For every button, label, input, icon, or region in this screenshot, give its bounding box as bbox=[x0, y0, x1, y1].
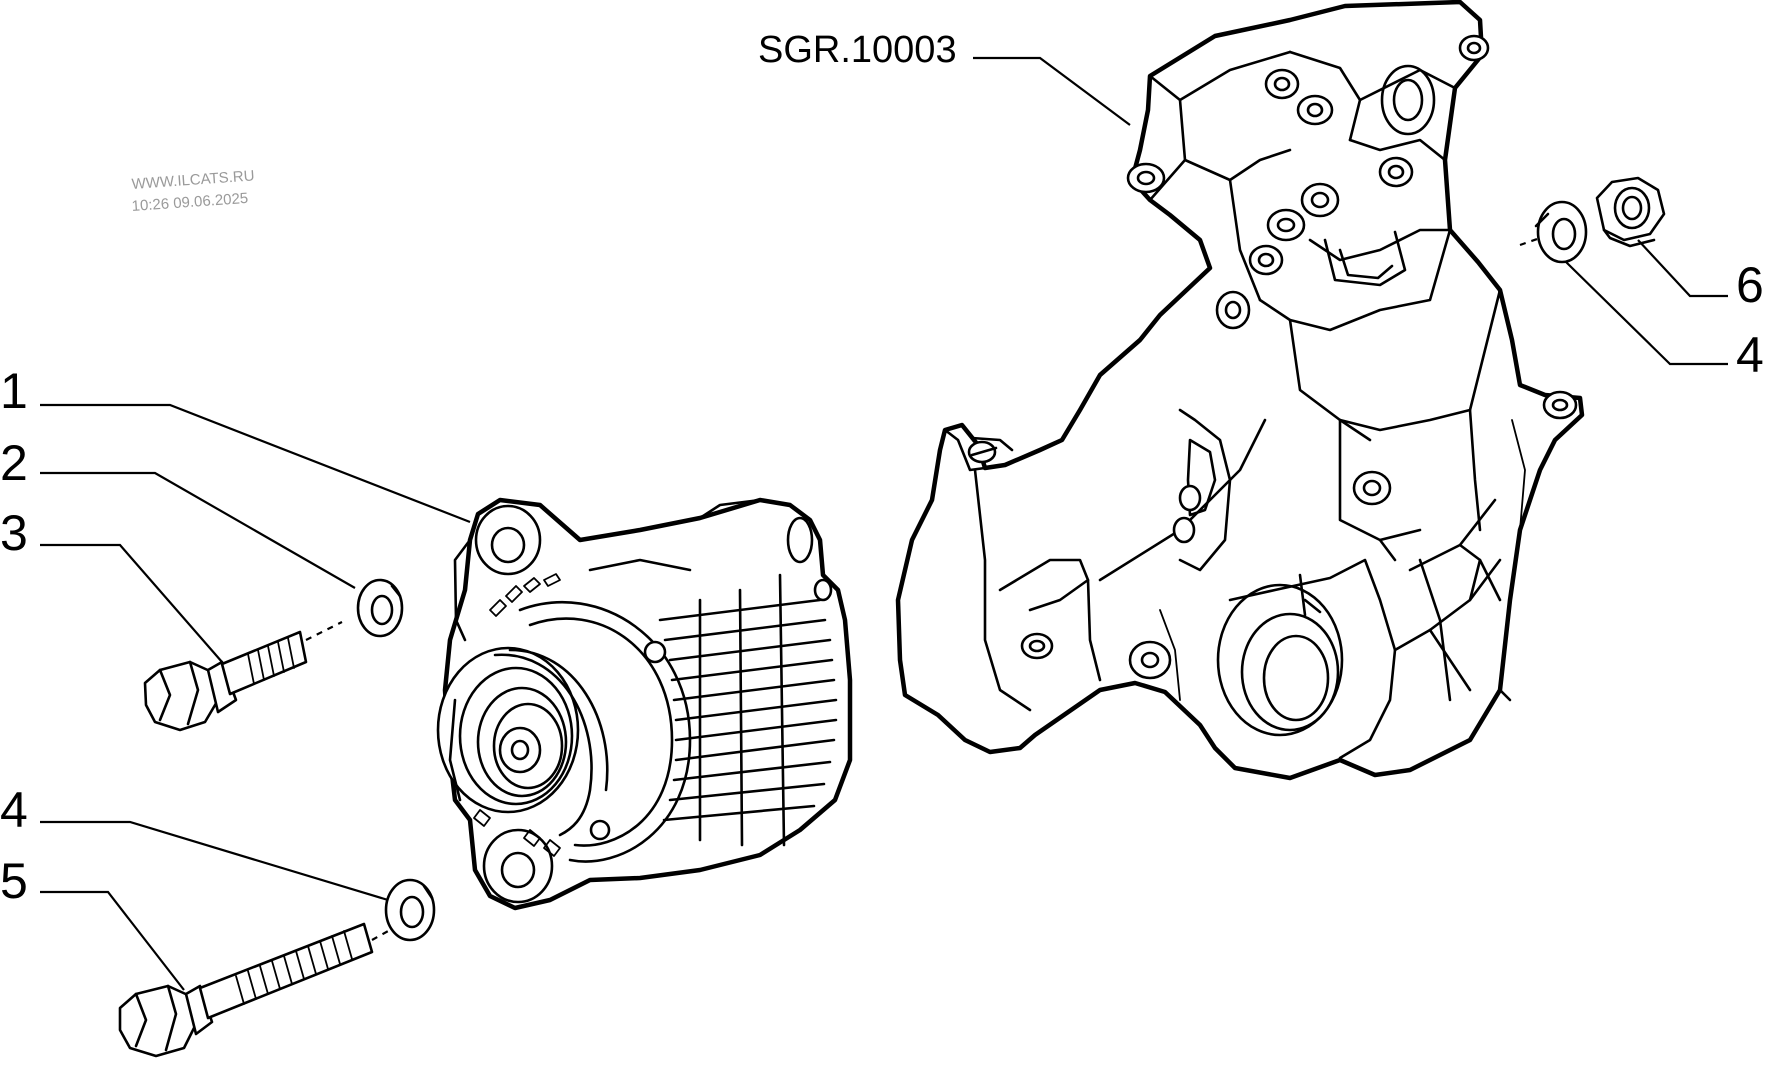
leader-4a bbox=[40, 820, 389, 902]
callout-6: 6 bbox=[1736, 257, 1764, 313]
callout-1: 1 bbox=[0, 363, 28, 419]
watermark-site: WWW.ILCATS.RU bbox=[131, 167, 255, 193]
reference-leader-line bbox=[973, 56, 1131, 126]
leader-6 bbox=[1637, 239, 1728, 298]
axis-line-lower bbox=[371, 929, 391, 941]
lock-washer-lower bbox=[384, 878, 436, 942]
axis-line-right bbox=[1519, 236, 1541, 247]
leader-3 bbox=[40, 543, 223, 663]
watermark-timestamp: 10:26 09.06.2025 bbox=[131, 190, 249, 215]
callout-3: 3 bbox=[0, 505, 28, 561]
long-bolt bbox=[118, 922, 374, 1058]
lock-washer-upper bbox=[356, 578, 404, 638]
watermark: WWW.ILCATS.RU 10:26 09.06.2025 bbox=[131, 167, 255, 215]
lock-washer-right bbox=[1534, 200, 1588, 264]
leader-1 bbox=[40, 403, 471, 524]
callout-4-right: 4 bbox=[1736, 327, 1764, 383]
short-bolt bbox=[143, 630, 308, 732]
leader-2 bbox=[40, 471, 356, 589]
callout-5: 5 bbox=[0, 853, 28, 909]
leader-4b bbox=[1565, 261, 1728, 366]
leader-5 bbox=[40, 890, 185, 991]
hex-nut bbox=[1595, 176, 1666, 248]
callout-2: 2 bbox=[0, 435, 28, 491]
mounting-bracket bbox=[895, 0, 1585, 781]
callout-4-left: 4 bbox=[0, 782, 28, 838]
alternator bbox=[436, 497, 853, 911]
reference-code-label: SGR.10003 bbox=[758, 29, 957, 71]
axis-line-upper bbox=[305, 621, 343, 641]
